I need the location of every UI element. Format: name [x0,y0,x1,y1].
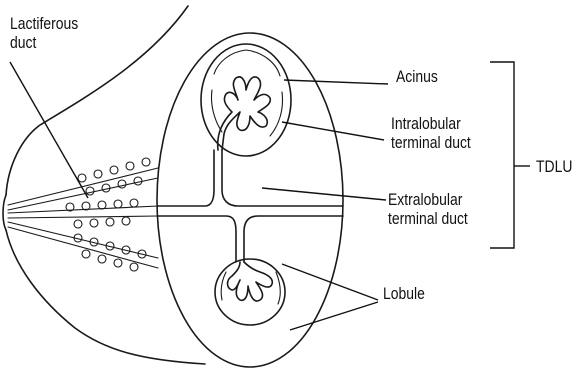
intralobular-label-line1: Intralobular [391,114,471,133]
duct-lower-edge-b [8,227,158,268]
main-duct [157,150,343,262]
acinus-label: Acinus [396,67,438,86]
main-duct-upper-wall-right [222,150,343,206]
middle-duct-buds [66,199,138,228]
nipple-contour [3,195,6,230]
tdlu-label-text: TDLU [536,157,572,176]
lactiferous-pointer [10,62,88,198]
duct-lower-edge-a [8,222,158,258]
main-duct-upper-wall [157,150,214,206]
upper-lobule [201,44,291,156]
intralobular-terminal-duct-label: Intralobular terminal duct [391,114,471,152]
upper-lobule-texture [211,50,282,136]
lactiferous-ducts [8,158,158,271]
lactiferous-duct-label-line2: duct [10,33,78,52]
acinus-pointer [284,80,388,84]
duct-upper-edge-b [8,178,158,210]
extralobular-pointer [262,188,386,200]
acinus-label-text: Acinus [396,67,438,86]
main-duct-lower-wall [157,216,236,262]
tdlu-label: TDLU [536,157,572,176]
lactiferous-duct-label-line1: Lactiferous [10,14,78,33]
main-duct-lower-wall-right [244,216,343,262]
magnification-oval [157,33,343,367]
upper-duct-buds [78,158,150,195]
extralobular-terminal-duct-label: Extralobular terminal duct [388,190,468,228]
pointer-lines [10,62,388,330]
lobule-label-text: Lobule [383,284,425,303]
upper-lobule-outline [201,44,291,156]
lactiferous-duct-label: Lactiferous duct [10,14,78,52]
upper-acinus-branches [218,77,271,150]
tdlu-bracket [490,62,530,248]
lobule-label: Lobule [383,284,425,303]
duct-middle-edge-b [8,216,158,218]
lobule-pointer-upper [282,264,378,300]
lobule-pointer-lower [290,302,378,330]
intralobular-label-line2: terminal duct [391,133,471,152]
breast-lower-contour [6,230,205,364]
extralobular-label-line2: terminal duct [388,209,468,228]
tdlu-bracket-line [490,62,514,248]
lower-lobule [215,259,285,325]
extralobular-label-line1: Extralobular [388,190,468,209]
lower-acinus-branches [228,262,273,301]
